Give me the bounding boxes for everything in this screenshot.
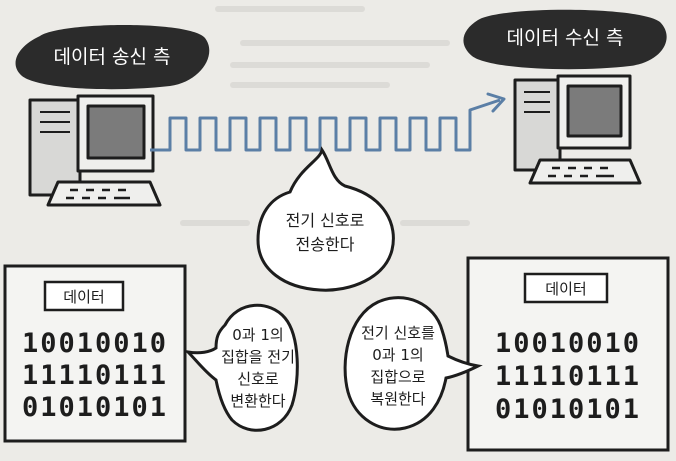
receiver-data-row-2: 11110111	[495, 361, 641, 392]
receiver-monitor-screen	[566, 84, 623, 138]
center-bubble-shape	[256, 146, 395, 292]
sender-monitor-screen	[86, 104, 146, 160]
decode-bubble-line-2: 0과 1의	[372, 346, 423, 364]
encode-bubble-line-4: 변환한다	[230, 392, 285, 410]
receiver-data-row-1: 10010010	[495, 328, 641, 359]
sender-data-box: 데이터 10010010 11110111 01010101	[3, 264, 187, 443]
sender-pill-shape	[15, 25, 210, 90]
decode-bubble-shape	[343, 296, 483, 431]
receiver-label-pill: 데이터 수신 측	[463, 9, 667, 70]
receiver-computer-icon	[513, 74, 642, 185]
encode-bubble-shape	[183, 303, 299, 432]
signal-square-wave	[150, 98, 501, 152]
sender-data-tag	[43, 280, 125, 312]
sender-data-row-3: 01010101	[22, 392, 168, 423]
sender-data-row-1: 10010010	[22, 328, 168, 359]
encode-speech-bubble: 0과 1의 집합을 전기 신호로 변환한다	[183, 303, 299, 432]
receiver-pill-shape	[463, 9, 667, 70]
signal-arrow-head	[486, 92, 506, 113]
sender-data-title: 데이터	[63, 288, 104, 306]
receiver-data-title: 데이터	[545, 280, 586, 298]
decode-speech-bubble: 전기 신호를 0과 1의 집합으로 복원한다	[343, 296, 483, 431]
decode-bubble-line-4: 복원한다	[370, 390, 425, 408]
encode-bubble-line-2: 집합을 전기	[221, 348, 295, 366]
background-bleed	[180, 6, 470, 226]
receiver-tower	[513, 78, 562, 172]
receiver-data-tag	[523, 272, 609, 304]
sender-label: 데이터 송신 측	[54, 46, 171, 68]
encode-bubble-line-3: 신호로	[237, 370, 279, 388]
sender-keyboard	[46, 180, 162, 207]
center-bubble-line-1: 전기 신호로	[286, 211, 365, 230]
receiver-data-row-3: 01010101	[495, 394, 641, 425]
decode-bubble-line-1: 전기 신호를	[361, 324, 435, 342]
decode-bubble-line-3: 집합으로	[370, 368, 425, 386]
receiver-keyboard	[528, 158, 642, 185]
electric-signal-wave	[150, 92, 506, 152]
sender-label-pill: 데이터 송신 측	[15, 25, 210, 90]
center-bubble-line-2: 전송한다	[296, 235, 355, 254]
receiver-label: 데이터 수신 측	[507, 27, 624, 49]
receiver-data-box: 데이터 10010010 11110111 01010101	[466, 256, 670, 452]
sender-computer-icon	[28, 94, 162, 207]
center-speech-bubble: 전기 신호로 전송한다	[256, 146, 395, 292]
sender-data-row-2: 11110111	[22, 360, 168, 391]
encode-bubble-line-1: 0과 1의	[232, 326, 283, 344]
